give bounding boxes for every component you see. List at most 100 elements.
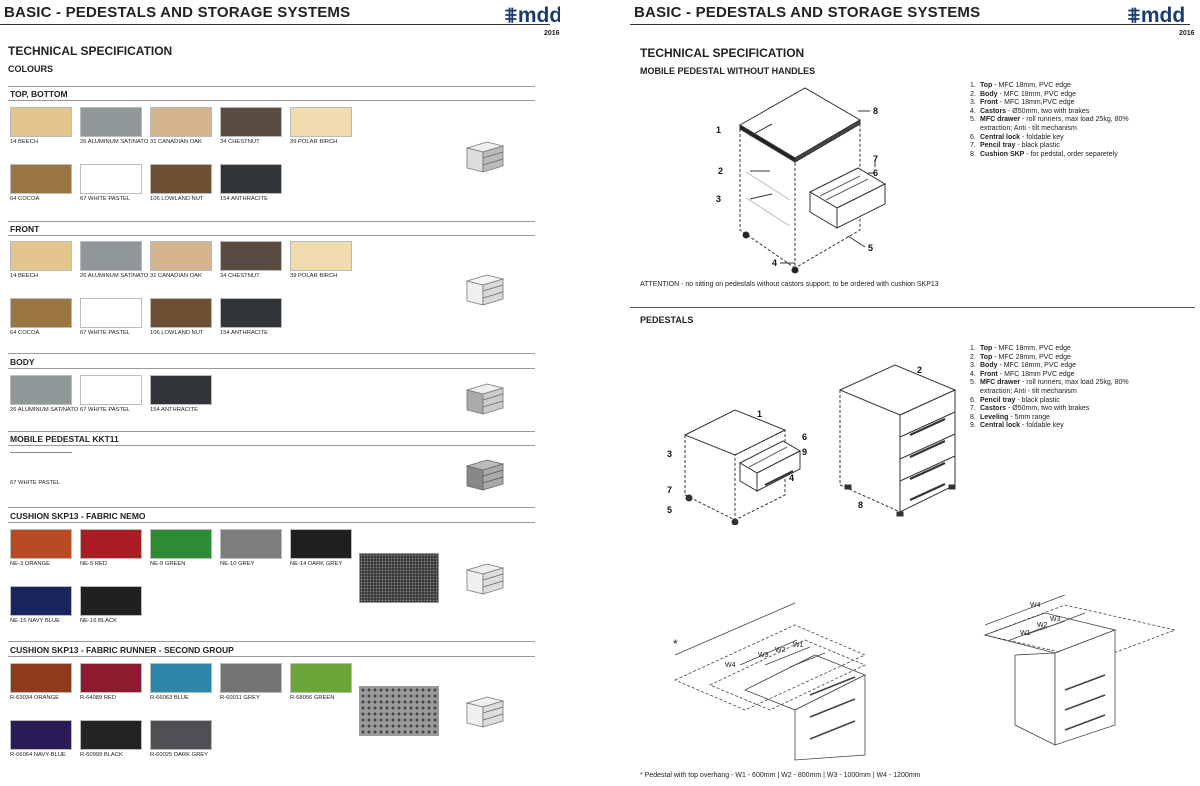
left-header: BASIC - PEDESTALS AND STORAGE SYSTEMS xyxy=(4,4,351,21)
color-swatch: 106 LOWLAND NUT xyxy=(150,298,212,337)
attention-note: ATTENTION - no sitting on pedestals with… xyxy=(640,281,939,288)
right-header: BASIC - PEDESTALS AND STORAGE SYSTEMS xyxy=(634,4,981,21)
spec-description: - MFC 18mm, PVC edge xyxy=(997,362,1077,370)
spec-term: Pencil tray xyxy=(980,142,1016,150)
color-swatch: 154 ANTHRACITE xyxy=(150,375,212,414)
color-swatch: NE-3 ORANGE xyxy=(10,529,72,568)
spec-item: 1.Top - MFC 18mm, PVC edge xyxy=(970,82,1160,91)
spec-description: - MFC 18mm, PVC edge xyxy=(992,345,1071,352)
swatch-color-chip xyxy=(80,586,142,616)
section-rule xyxy=(8,522,535,523)
callout-label: 4 xyxy=(789,473,794,483)
color-swatch: 67 WHITE PASTEL xyxy=(10,452,72,487)
spec-text: MFC drawer - roll runners, max load 25kg… xyxy=(980,379,1160,396)
spec-term: Cushion SKP xyxy=(980,150,1025,158)
spec-number: 4. xyxy=(970,107,976,115)
spec-text: Top - MFC 18mm, PVC edge xyxy=(980,345,1071,354)
swatch-label: 34 CHESTNUT xyxy=(220,139,260,145)
spec-term: MFC drawer xyxy=(980,379,1021,387)
spec-description: - MFC 18mm PVC edge xyxy=(997,370,1075,378)
spec-number: 8. xyxy=(970,413,976,421)
section-rule xyxy=(8,86,535,87)
spec-number: 8. xyxy=(970,150,976,158)
spec-item: 4.Castors - Ø50mm, two with brakes xyxy=(970,108,1160,117)
pedestal-thumb-icon xyxy=(465,696,505,728)
spec-text: Body - MFC 18mm, PVC edge xyxy=(980,362,1076,371)
section-rule xyxy=(8,353,535,354)
swatch-label: 154 ANTHRACITE xyxy=(150,407,198,413)
spec-term: Body xyxy=(980,90,998,98)
pedestal-thumb-icon xyxy=(465,274,505,306)
spec-number: 2. xyxy=(970,353,976,361)
right-title: TECHNICAL SPECIFICATION xyxy=(640,46,805,60)
swatch-label: R-63034 ORANGE xyxy=(10,695,59,701)
spec-text: Front - MFC 18mm PVC edge xyxy=(980,371,1075,380)
swatch-color-chip xyxy=(10,720,72,750)
callout-label: 8 xyxy=(873,106,878,116)
swatch-label: 39 POLAR BIRCH xyxy=(290,139,338,145)
swatch-label: 26 ALUMINUM SATINATO xyxy=(80,139,149,145)
pedestal-without-handles-diagram: 1 2 3 4 5 6 7 8 xyxy=(716,87,887,274)
section-title-runner: CUSHION SKP13 - FABRIC RUNNER - SECOND G… xyxy=(10,645,234,655)
swatch-color-chip xyxy=(220,298,282,328)
pedestal-thumb-icon xyxy=(465,563,505,595)
swatch-color-chip xyxy=(150,298,212,328)
width-label: W1 xyxy=(793,642,804,649)
color-swatch: NE-16 BLACK xyxy=(80,586,142,625)
swatch-color-chip xyxy=(80,298,142,328)
swatch-label: R-66063 BLUE xyxy=(150,695,189,701)
swatch-label: 67 WHITE PASTEL xyxy=(80,196,131,202)
swatch-label: R-60011 GREY xyxy=(220,695,260,701)
color-swatch: 26 ALUMINUM SATINATO xyxy=(10,375,78,414)
pedestal-thumb-icon xyxy=(465,141,505,173)
swatch-label: NE-9 GREEN xyxy=(150,561,186,567)
spec-text: Pencil tray - black plastic xyxy=(980,397,1060,406)
spec-text: Central lock - foldable key xyxy=(980,422,1064,431)
spec-description: - MFC 18mm,PVC edge xyxy=(997,99,1075,107)
color-swatch: 26 ALUMINUM SATINATO xyxy=(80,241,148,280)
color-swatch: R-60025 DARK GREY xyxy=(150,720,212,759)
spec-description: - black plastic xyxy=(1015,142,1060,150)
overhang-diagram: * W4 W3 W2 W1 W4 W3 W2 W1 xyxy=(673,595,1177,761)
spec-item: 5.MFC drawer - roll runners, max load 25… xyxy=(970,379,1160,396)
spec-text: Central lock - foldable key xyxy=(980,134,1064,143)
color-swatch: R-63034 ORANGE xyxy=(10,663,72,702)
width-label: W2 xyxy=(1037,622,1048,629)
spec-description: - black plastic xyxy=(1015,396,1060,404)
swatch-color-chip xyxy=(80,241,142,271)
spec-item: 6.Pencil tray - black plastic xyxy=(970,397,1160,406)
spec-text: MFC drawer - roll runners, max load 25kg… xyxy=(980,116,1160,133)
pedestal-thumb-icon xyxy=(465,383,505,415)
spec-term: Front xyxy=(980,99,998,107)
fabric-nemo-texture xyxy=(359,553,439,603)
spec-number: 1. xyxy=(970,82,976,89)
spec-item: 2.Body - MFC 18mm, PVC edge xyxy=(970,91,1160,100)
width-label: W3 xyxy=(758,652,769,659)
swatch-label: NE-10 GREY xyxy=(220,561,255,567)
swatch-label: R-68056 GREEN xyxy=(290,695,335,701)
swatch-label: 106 LOWLAND NUT xyxy=(150,196,204,202)
section-title-body: BODY xyxy=(10,357,35,367)
spec-number: 7. xyxy=(970,142,976,150)
color-swatch: 14 BEECH xyxy=(10,241,72,280)
color-swatch: 64 COCOA xyxy=(10,298,72,337)
swatch-color-chip xyxy=(10,107,72,137)
color-swatch: R-68056 GREEN xyxy=(290,663,352,702)
color-swatch: 26 ALUMINUM SATINATO xyxy=(80,107,148,146)
pedestal-thumb-icon xyxy=(465,459,505,491)
spec-text: Pencil tray - black plastic xyxy=(980,142,1060,151)
section-rule xyxy=(8,431,535,432)
callout-label: 7 xyxy=(667,485,672,495)
spec-item: 5.MFC drawer - roll runners, max load 25… xyxy=(970,116,1160,133)
swatch-color-chip xyxy=(10,663,72,693)
swatch-label: 31 CANADIAN OAK xyxy=(150,273,202,279)
color-swatch: 67 WHITE PASTEL xyxy=(80,164,142,203)
callout-label: 5 xyxy=(868,243,873,253)
fabric-runner-texture xyxy=(359,686,439,736)
swatch-color-chip xyxy=(150,107,212,137)
color-swatch: 154 ANTHRACITE xyxy=(220,164,282,203)
spec-term: Body xyxy=(980,362,998,370)
right-mdd-logo: ⩨mdd xyxy=(1128,4,1186,27)
swatch-color-chip xyxy=(150,720,212,750)
